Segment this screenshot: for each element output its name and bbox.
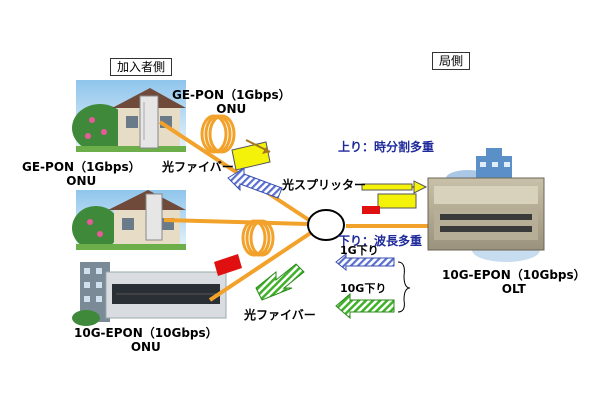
building-icon: [72, 262, 110, 326]
house-top-icon: [72, 80, 186, 152]
upstream-blue-arrow-icon: [227, 167, 283, 199]
subscriber-side-label: 加入者側: [110, 58, 173, 76]
ge-pon-onu-left-line2: ONU: [66, 174, 97, 188]
downstream-packet-bottom-icon: [214, 254, 242, 276]
10g-epon-onu-line2: ONU: [130, 340, 161, 354]
10g-epon-olt-line1: 10G-EPON（10Gbps）: [442, 268, 586, 282]
upstream-packet-top-icon: [231, 139, 271, 171]
ge-pon-onu-top-icon: [139, 95, 159, 149]
down-1g-label: 1G下り: [340, 244, 379, 257]
ge-pon-onu-left-line1: GE-PON（1Gbps）: [22, 160, 141, 174]
optical-splitter-label: 光スプリッター: [282, 178, 367, 192]
house-middle-icon: [72, 190, 186, 250]
downstream-label: 下り：波長多重: [338, 234, 423, 248]
fiber-coil-bottom-icon: [241, 219, 275, 257]
upstream-label: 上り：時分割多重: [338, 140, 435, 154]
downstream-brace-icon: [397, 261, 411, 313]
10g-epon-olt-label: 10G-EPON（10Gbps） OLT: [442, 268, 586, 296]
10g-epon-onu-line1: 10G-EPON（10Gbps）: [74, 326, 218, 340]
olt-device-icon: [427, 177, 545, 251]
ge-pon-onu-middle-icon: [145, 193, 163, 241]
10g-epon-onu-label: 10G-EPON（10Gbps） ONU: [74, 326, 218, 354]
fiber-lines: [158, 120, 440, 302]
optical-splitter-icon: [307, 209, 345, 241]
office-side-label: 局側: [432, 52, 471, 70]
10g-epon-olt-line2: OLT: [501, 282, 526, 296]
downstream-10g-arrow-icon: [335, 292, 395, 320]
10g-epon-onu-device-icon: [105, 271, 227, 319]
ge-pon-onu-top-line2: ONU: [216, 102, 247, 116]
ge-pon-onu-top-label: GE-PON（1Gbps） ONU: [172, 88, 291, 116]
downstream-green-arrow-left-icon: [255, 263, 305, 301]
down-10g-label: 10G下り: [340, 282, 387, 295]
fiber-top-label: 光ファイバー: [162, 160, 234, 174]
ge-pon-onu-top-line1: GE-PON（1Gbps）: [172, 88, 291, 102]
downstream-1g-arrow-icon: [335, 252, 395, 272]
fiber-coil-top-icon: [200, 114, 236, 154]
ge-pon-onu-left-label: GE-PON（1Gbps） ONU: [22, 160, 141, 188]
fiber-bottom-label: 光ファイバー: [244, 308, 316, 322]
upstream-packets-right-icon: [361, 180, 428, 214]
